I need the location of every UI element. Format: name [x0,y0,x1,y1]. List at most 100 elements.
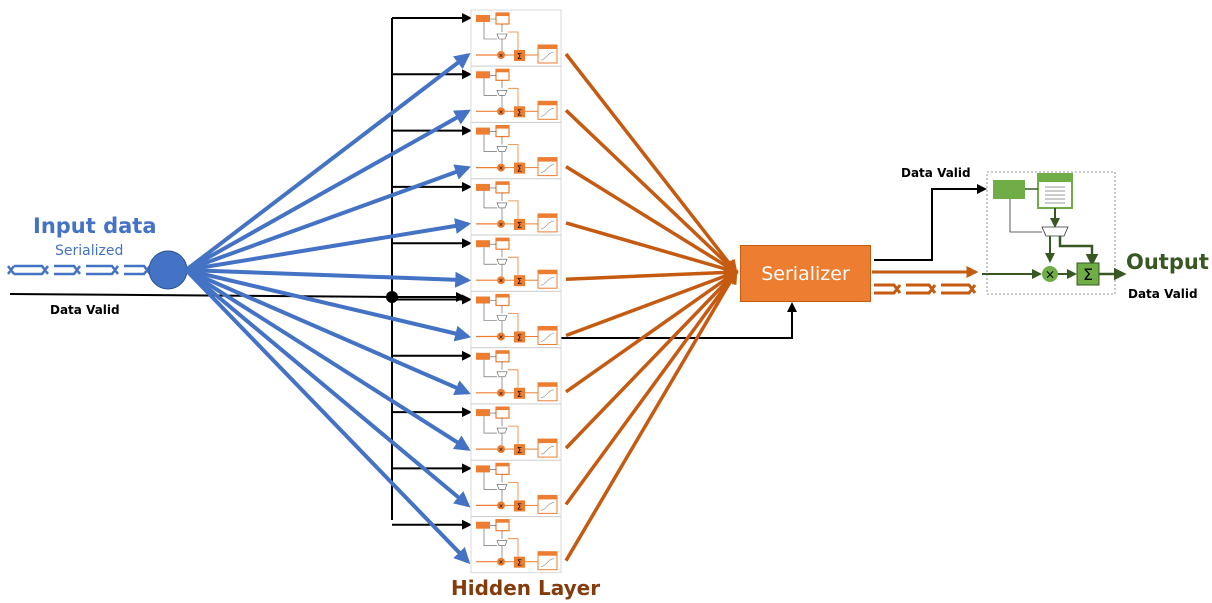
neuron-register [476,352,490,360]
neuron-adder-symbol: Σ [517,108,522,117]
neuron-weight-memory-header [496,69,509,73]
neuron-weight-memory-header [496,238,509,242]
output-multiplier [1042,266,1058,282]
neuron-adder [514,444,525,456]
neuron-bias-wire [508,369,519,388]
output-adder-symbol: Σ [1083,265,1093,284]
neuron-mux [496,33,508,40]
neuron-activation-header [538,45,557,49]
neuron-weight-memory-header [496,519,509,523]
neuron-bias-wire [508,482,519,501]
input-connection [185,268,472,288]
input-fanout-node [148,250,188,290]
neuron-multiplier [497,219,505,228]
neuron-control-wires [483,18,503,40]
neuron-register [476,521,490,529]
neuron-control-wires [483,131,503,152]
output-bias-wire [1058,236,1099,267]
hidden-neuron: ×Σ [470,291,562,348]
neuron-activation-curve [540,51,555,61]
neuron-activation-curve [540,333,555,342]
neuron-register [476,296,490,304]
output-control-wire [1009,199,1042,233]
neuron-adder [514,500,525,512]
neuron-adder-symbol: Σ [517,277,522,286]
neuron-control-wires [483,300,503,321]
neuron-weight-memory-header [496,294,509,298]
neuron-multiplier-symbol: × [498,334,503,341]
hidden-neuron: ×Σ [470,516,562,574]
neuron-adder [514,275,525,287]
neuron-weight-memory-header [496,125,509,129]
hidden-neuron: ×Σ [470,234,562,292]
hidden-to-serializer [564,109,739,274]
hidden-neuron: ×Σ [470,459,562,517]
output-neuron: ×Σ [982,171,1127,295]
neuron-register [476,71,490,79]
neuron-multiplier [497,388,505,397]
data-valid-to-serializer [560,302,797,339]
hidden-to-serializer [564,269,738,562]
input-connection [184,53,471,272]
neuron-adder-symbol: Σ [517,52,522,61]
neuron-activation-curve [540,445,555,455]
hidden-neuron: ×Σ [470,403,562,461]
neuron-control-wires [483,469,503,490]
neuron-multiplier [497,332,505,341]
neuron-register [476,240,490,248]
neuron-adder [514,106,525,118]
neuron-control-wires [483,243,503,265]
hidden-to-serializer [564,269,738,506]
neuron-register [476,409,490,417]
output-title: Output [1126,250,1209,274]
data-valid-output-label: Data Valid [1128,287,1198,301]
neuron-multiplier-symbol: × [498,278,503,285]
neuron-multiplier [497,163,505,172]
neuron-mux [496,427,508,434]
hidden-to-serializer [564,269,738,450]
hidden-neuron: ×Σ [470,347,562,405]
neuron-weight-memory-header [496,463,509,467]
input-connections [184,53,472,565]
neuron-bias-wire [508,144,519,163]
neuron-control-wires [483,356,503,378]
neuron-activation-header [538,326,557,331]
neuron-weight-memory-header [496,181,509,185]
neuron-multiplier-symbol: × [498,221,503,228]
data-valid-to-output [874,184,987,261]
neuron-multiplier-symbol: × [498,447,503,454]
neuron-adder-symbol: Σ [517,165,522,174]
data-valid-output-in-label: Data Valid [901,166,971,180]
neuron-multiplier [497,276,505,285]
neuron-register [476,127,490,135]
neuron-weight-memory-header [496,13,509,16]
neuron-adder [514,50,525,61]
serializer-output-bus [874,283,977,295]
hidden-neuron: ×Σ [470,178,562,236]
neuron-activation-header [538,101,557,106]
neuron-control-wires [483,187,503,209]
neuron-mux [496,371,508,378]
neuron-multiplier-symbol: × [498,559,503,566]
neuron-multiplier [497,445,505,454]
neuron-activation-curve [540,389,555,399]
neuron-adder-symbol: Σ [517,446,522,455]
neuron-mux [496,315,508,321]
neuron-multiplier [497,107,505,116]
hidden-to-serializer [565,221,739,276]
neuron-activation-header [538,157,557,162]
neuron-adder [514,331,525,343]
hidden-to-serializer [564,52,738,275]
neuron-register [476,465,490,473]
neuron-adder [514,218,525,230]
output-weight-memory-header [1038,174,1072,182]
neuron-activation-curve [540,108,555,117]
neuron-multiplier-symbol: × [498,53,503,60]
hidden-to-serializer [565,265,739,281]
neuron-multiplier-symbol: × [498,165,503,172]
hidden-to-serializer [565,165,739,274]
input-connection [185,268,472,342]
neuron-bias-wire [508,87,519,107]
input-connection [184,268,471,451]
